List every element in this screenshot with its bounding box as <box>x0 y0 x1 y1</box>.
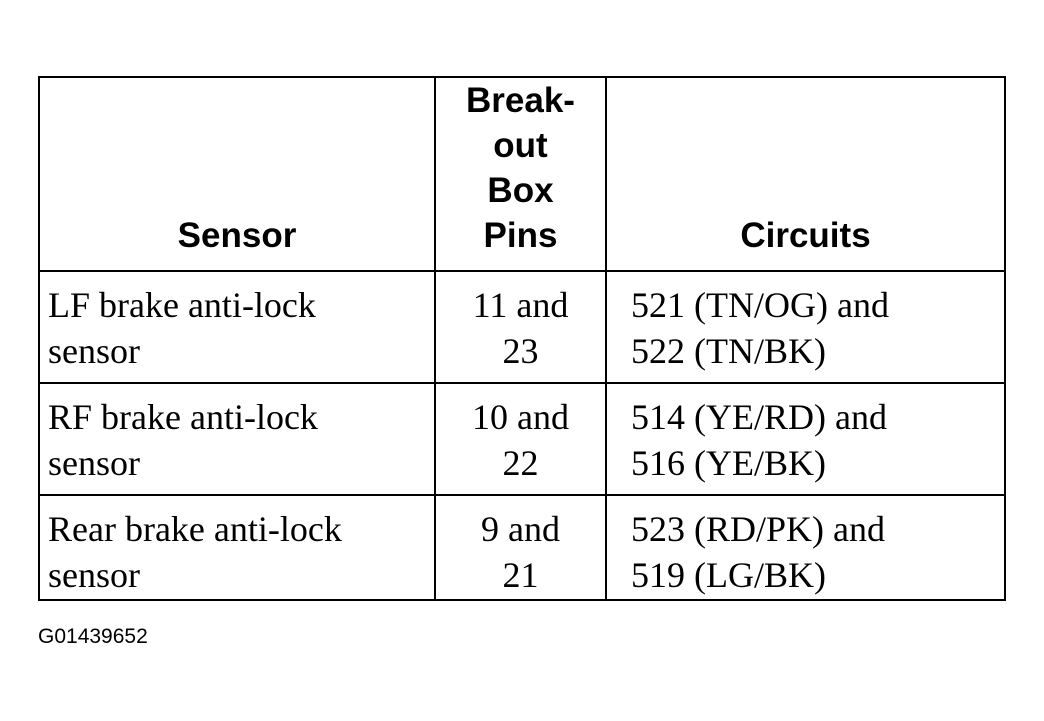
pins-line: 21 <box>502 555 539 595</box>
pins-line: 22 <box>502 443 539 483</box>
table-row-2-sensor: RF brake anti-lock sensor <box>40 384 436 496</box>
pins-line: 23 <box>502 331 539 371</box>
sensor-line: sensor <box>48 443 140 483</box>
circuits-line: 521 (TN/OG) and <box>631 285 889 325</box>
table-row-3-pins: 9 and 21 <box>436 496 607 599</box>
header-pins-line: Pins <box>483 216 558 255</box>
header-pins-line: Break- <box>466 81 575 120</box>
pins-line: 11 and <box>472 285 569 325</box>
table-row-1-sensor: LF brake anti-lock sensor <box>40 272 436 384</box>
header-pins: Break- out Box Pins <box>436 78 607 272</box>
circuits-line: 516 (YE/BK) <box>631 443 826 483</box>
sensor-line: sensor <box>48 555 140 595</box>
sensor-line: LF brake anti-lock <box>48 285 316 325</box>
pins-line: 10 and <box>472 397 569 437</box>
header-pins-stack: Break- out Box Pins <box>466 78 575 258</box>
sensor-line: Rear brake anti-lock <box>48 509 342 549</box>
header-circuits-label: Circuits <box>740 216 871 255</box>
table-row-3-sensor: Rear brake anti-lock sensor <box>40 496 436 599</box>
table-row-1-pins: 11 and 23 <box>436 272 607 384</box>
pins-line: 9 and <box>481 509 560 549</box>
circuits-line: 523 (RD/PK) and <box>631 509 885 549</box>
circuits-line: 519 (LG/BK) <box>631 555 826 595</box>
header-pins-line: out <box>493 126 548 165</box>
table-row-3-circuits: 523 (RD/PK) and 519 (LG/BK) <box>607 496 1004 599</box>
header-sensor-label: Sensor <box>177 216 297 255</box>
circuits-line: 522 (TN/BK) <box>631 331 826 371</box>
circuits-line: 514 (YE/RD) and <box>631 397 887 437</box>
sensor-line: sensor <box>48 331 140 371</box>
header-circuits: Circuits <box>607 78 1004 272</box>
header-sensor: Sensor <box>40 78 436 272</box>
table-row-2-pins: 10 and 22 <box>436 384 607 496</box>
header-pins-line: Box <box>487 171 554 210</box>
sensor-pin-table: Sensor Break- out Box Pins Circuits LF b… <box>38 76 1006 601</box>
figure-id: G01439652 <box>38 625 148 648</box>
table-row-2-circuits: 514 (YE/RD) and 516 (YE/BK) <box>607 384 1004 496</box>
table-grid: Sensor Break- out Box Pins Circuits LF b… <box>40 78 1004 599</box>
sensor-line: RF brake anti-lock <box>48 397 318 437</box>
table-row-1-circuits: 521 (TN/OG) and 522 (TN/BK) <box>607 272 1004 384</box>
